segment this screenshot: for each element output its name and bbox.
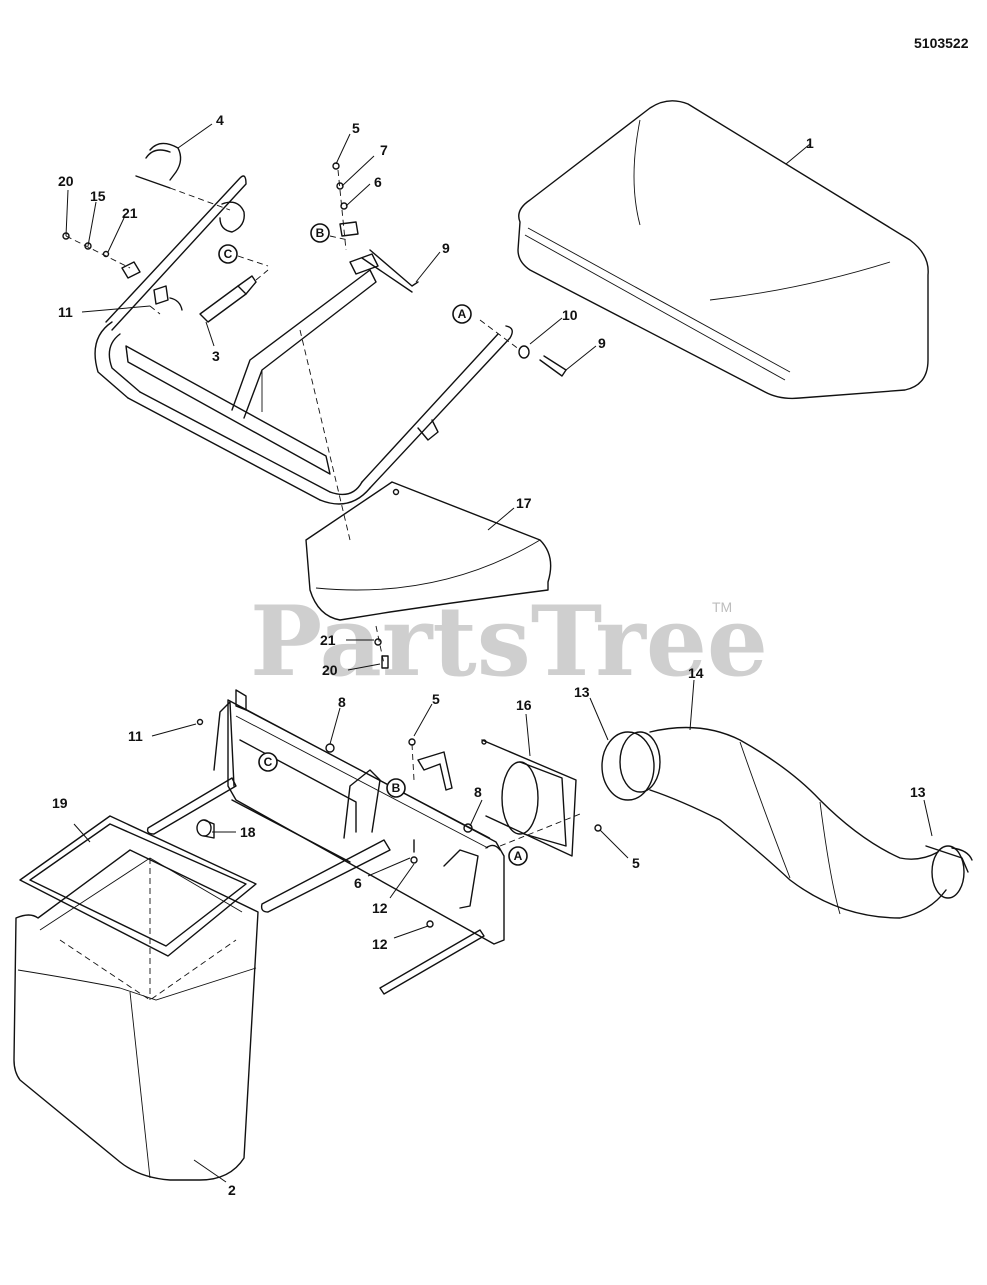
svg-text:A: A xyxy=(458,307,467,321)
part-spring-clip xyxy=(135,142,245,233)
watermark-trademark: TM xyxy=(712,599,732,615)
callout-20-top: 20 xyxy=(58,173,74,189)
callout-8-right: 8 xyxy=(474,784,482,800)
reference-marker-a-bottom: A xyxy=(508,846,528,866)
callout-12-upper: 12 xyxy=(372,900,388,916)
svg-text:C: C xyxy=(264,755,273,769)
callout-21-bottom: 21 xyxy=(320,632,336,648)
part-spacer xyxy=(196,819,215,839)
part-gas-spring xyxy=(199,269,269,323)
part-deflector xyxy=(305,481,552,669)
callout-3: 3 xyxy=(212,348,220,364)
callout-13-right: 13 xyxy=(910,784,926,800)
part-mount-frame xyxy=(146,689,505,995)
callout-11-bottom: 11 xyxy=(128,728,143,744)
svg-text:B: B xyxy=(316,226,325,240)
callout-10: 10 xyxy=(562,307,578,323)
callout-8-left: 8 xyxy=(338,694,346,710)
callout-13-left: 13 xyxy=(574,684,590,700)
callout-5-bottom: 5 xyxy=(632,855,640,871)
callout-5-middle: 5 xyxy=(432,691,440,707)
reference-marker-b-top: B xyxy=(310,223,349,243)
callout-1: 1 xyxy=(806,135,814,151)
callout-4: 4 xyxy=(216,112,224,128)
callout-labels: 1 4 5 7 6 20 15 21 9 11 3 10 9 17 21 20 … xyxy=(52,112,926,1198)
leader-lines xyxy=(65,123,933,1183)
svg-text:B: B xyxy=(392,781,401,795)
callout-12-lower: 12 xyxy=(372,936,388,952)
part-hose xyxy=(601,726,973,919)
callout-11-top: 11 xyxy=(58,304,73,320)
callout-5-top: 5 xyxy=(352,120,360,136)
svg-text:C: C xyxy=(224,247,233,261)
reference-marker-a-top: A xyxy=(452,304,472,324)
callout-7: 7 xyxy=(380,142,388,158)
svg-text:A: A xyxy=(514,849,523,863)
callout-19: 19 xyxy=(52,795,68,811)
callout-14: 14 xyxy=(688,665,704,681)
part-lid-frame xyxy=(94,175,513,505)
watermark-text: PartsTree xyxy=(250,585,768,698)
callout-21-top: 21 xyxy=(122,205,138,221)
reference-marker-c-top: C xyxy=(218,244,269,267)
watermark: PartsTree TM xyxy=(250,585,768,698)
callout-20-bottom: 20 xyxy=(322,662,338,678)
reference-marker-b-bottom: B xyxy=(386,778,406,798)
document-number: 5103522 xyxy=(914,35,969,51)
callout-6-top: 6 xyxy=(374,174,382,190)
part-chute-adapter xyxy=(481,739,602,857)
part-cover-pad xyxy=(517,100,929,400)
callout-17: 17 xyxy=(516,495,532,511)
callout-18: 18 xyxy=(240,824,256,840)
callout-9-top: 9 xyxy=(442,240,450,256)
callout-16: 16 xyxy=(516,697,532,713)
part-hardware-center xyxy=(299,162,419,541)
callout-15: 15 xyxy=(90,188,106,204)
callout-2: 2 xyxy=(228,1182,236,1198)
part-hardware-right xyxy=(479,319,567,377)
callout-6-bottom: 6 xyxy=(354,875,362,891)
part-bag xyxy=(13,815,259,1181)
reference-marker-c-bottom: C xyxy=(258,752,278,772)
callout-9-right: 9 xyxy=(598,335,606,351)
